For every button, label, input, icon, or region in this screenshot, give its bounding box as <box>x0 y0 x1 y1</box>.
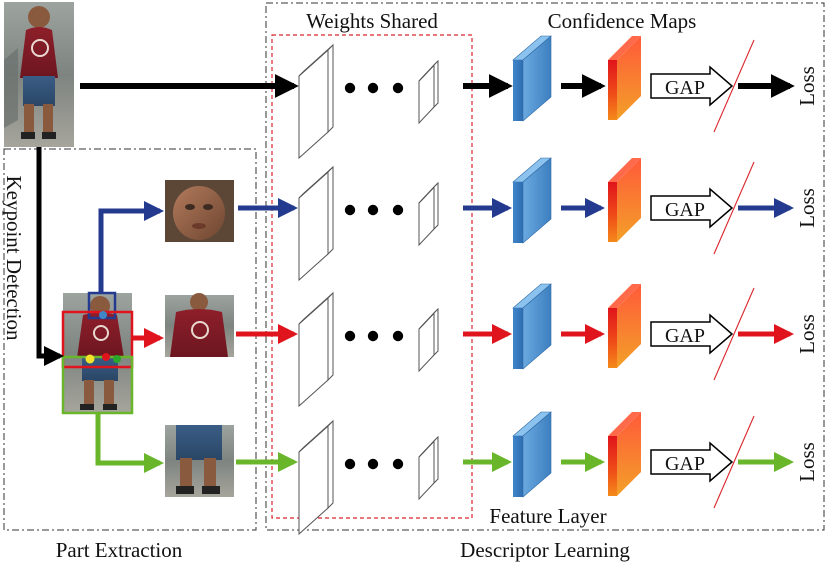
keypoint-detection-label: Keypoint Detection <box>2 175 26 341</box>
keypoint-dot-red <box>102 353 110 361</box>
keypoint-dot-blue <box>99 311 107 319</box>
gap-arrow <box>650 65 734 107</box>
confidence-map-top <box>608 36 641 60</box>
gap-label: GAP <box>665 77 705 99</box>
confidence-map-side <box>617 36 641 120</box>
conv-layer-small-edge <box>433 181 439 231</box>
conv-layer-large-edge <box>327 165 334 256</box>
lower-body-crop-image <box>165 425 234 497</box>
branch-row-head: GAP Loss <box>238 157 819 282</box>
ellipsis-dot-2 <box>367 82 379 94</box>
feature-layer-side <box>522 35 552 122</box>
feature-layer-side <box>522 157 552 244</box>
confidence-map-side <box>617 412 641 496</box>
ellipsis-dot-3 <box>392 330 404 342</box>
divider-slash <box>713 287 755 381</box>
divider-slash <box>713 161 755 255</box>
gap-label: GAP <box>665 199 705 221</box>
divider-slash <box>713 39 755 133</box>
gap-arrow <box>650 441 734 483</box>
gap-arrow <box>650 187 734 229</box>
confidence-map-front <box>608 182 617 242</box>
keypoint-dot-yellow <box>85 354 95 364</box>
conv-layer-large-side <box>298 170 329 282</box>
conv-layer-small-edge <box>433 307 439 357</box>
descriptor-learning-label: Descriptor Learning <box>460 538 630 562</box>
confidence-map-front <box>608 60 617 120</box>
ellipsis-dot-3 <box>392 458 404 470</box>
branch-row-upper-body: GAP Loss <box>236 283 819 408</box>
ellipsis-dot-3 <box>392 204 404 216</box>
confidence-map-top <box>608 284 641 308</box>
weights-shared-region <box>271 34 473 519</box>
weights-shared-label: Weights Shared <box>306 9 438 33</box>
feature-layer-side <box>522 283 552 370</box>
ellipsis-dot-2 <box>367 458 379 470</box>
feature-layer-front <box>513 182 523 243</box>
confidence-map-front <box>608 308 617 368</box>
confidence-maps-label: Confidence Maps <box>548 9 697 33</box>
gap-arrow <box>650 313 734 355</box>
ellipsis-dot-2 <box>367 330 379 342</box>
lower-extract-arrow <box>95 413 164 473</box>
confidence-map-top <box>608 158 641 182</box>
gap-label: GAP <box>665 453 705 475</box>
input-person-image <box>4 2 74 147</box>
confidence-map-top <box>608 412 641 436</box>
feature-layer-front <box>513 308 523 369</box>
ellipsis-dot-1 <box>344 458 356 470</box>
loss-label: Loss <box>795 442 819 482</box>
keypoint-detection-arrow <box>36 147 64 366</box>
feature-layer-front <box>513 436 523 497</box>
descriptor-learning-region <box>265 2 825 531</box>
branch-row-lower-body: GAP Loss <box>236 411 819 536</box>
conv-layer-large-edge <box>327 291 334 382</box>
head-crop-image <box>165 180 234 242</box>
conv-layer-small-edge <box>433 435 439 485</box>
gap-label: GAP <box>665 325 705 347</box>
confidence-map-side <box>617 284 641 368</box>
part-extraction-region <box>3 148 257 531</box>
branch-row-full-body: GAP Loss <box>80 35 819 160</box>
keypoint-dot-green <box>113 355 121 363</box>
conv-layer-large-side <box>298 296 329 408</box>
feature-layer-label: Feature Layer <box>489 504 606 528</box>
ellipsis-dot-1 <box>344 82 356 94</box>
upper-body-crop-image <box>165 293 234 357</box>
confidence-map-front <box>608 436 617 496</box>
ellipsis-dot-1 <box>344 330 356 342</box>
confidence-map-side <box>617 158 641 242</box>
ellipsis-dot-2 <box>367 204 379 216</box>
conv-layer-large-side <box>298 48 329 160</box>
loss-label: Loss <box>795 66 819 106</box>
feature-layer-front <box>513 60 523 121</box>
conv-layer-large-edge <box>327 419 334 510</box>
keypoint-person-image <box>61 291 134 415</box>
divider-slash <box>713 415 755 509</box>
conv-layer-large-side <box>298 424 329 536</box>
conv-layer-large-edge <box>327 43 334 134</box>
conv-layer-small-edge <box>433 59 439 109</box>
feature-layer-side <box>522 411 552 498</box>
loss-label: Loss <box>795 188 819 228</box>
part-extraction-label: Part Extraction <box>56 538 183 562</box>
ellipsis-dot-3 <box>392 82 404 94</box>
loss-label: Loss <box>795 314 819 354</box>
ellipsis-dot-1 <box>344 204 356 216</box>
head-extract-arrow <box>98 201 164 293</box>
